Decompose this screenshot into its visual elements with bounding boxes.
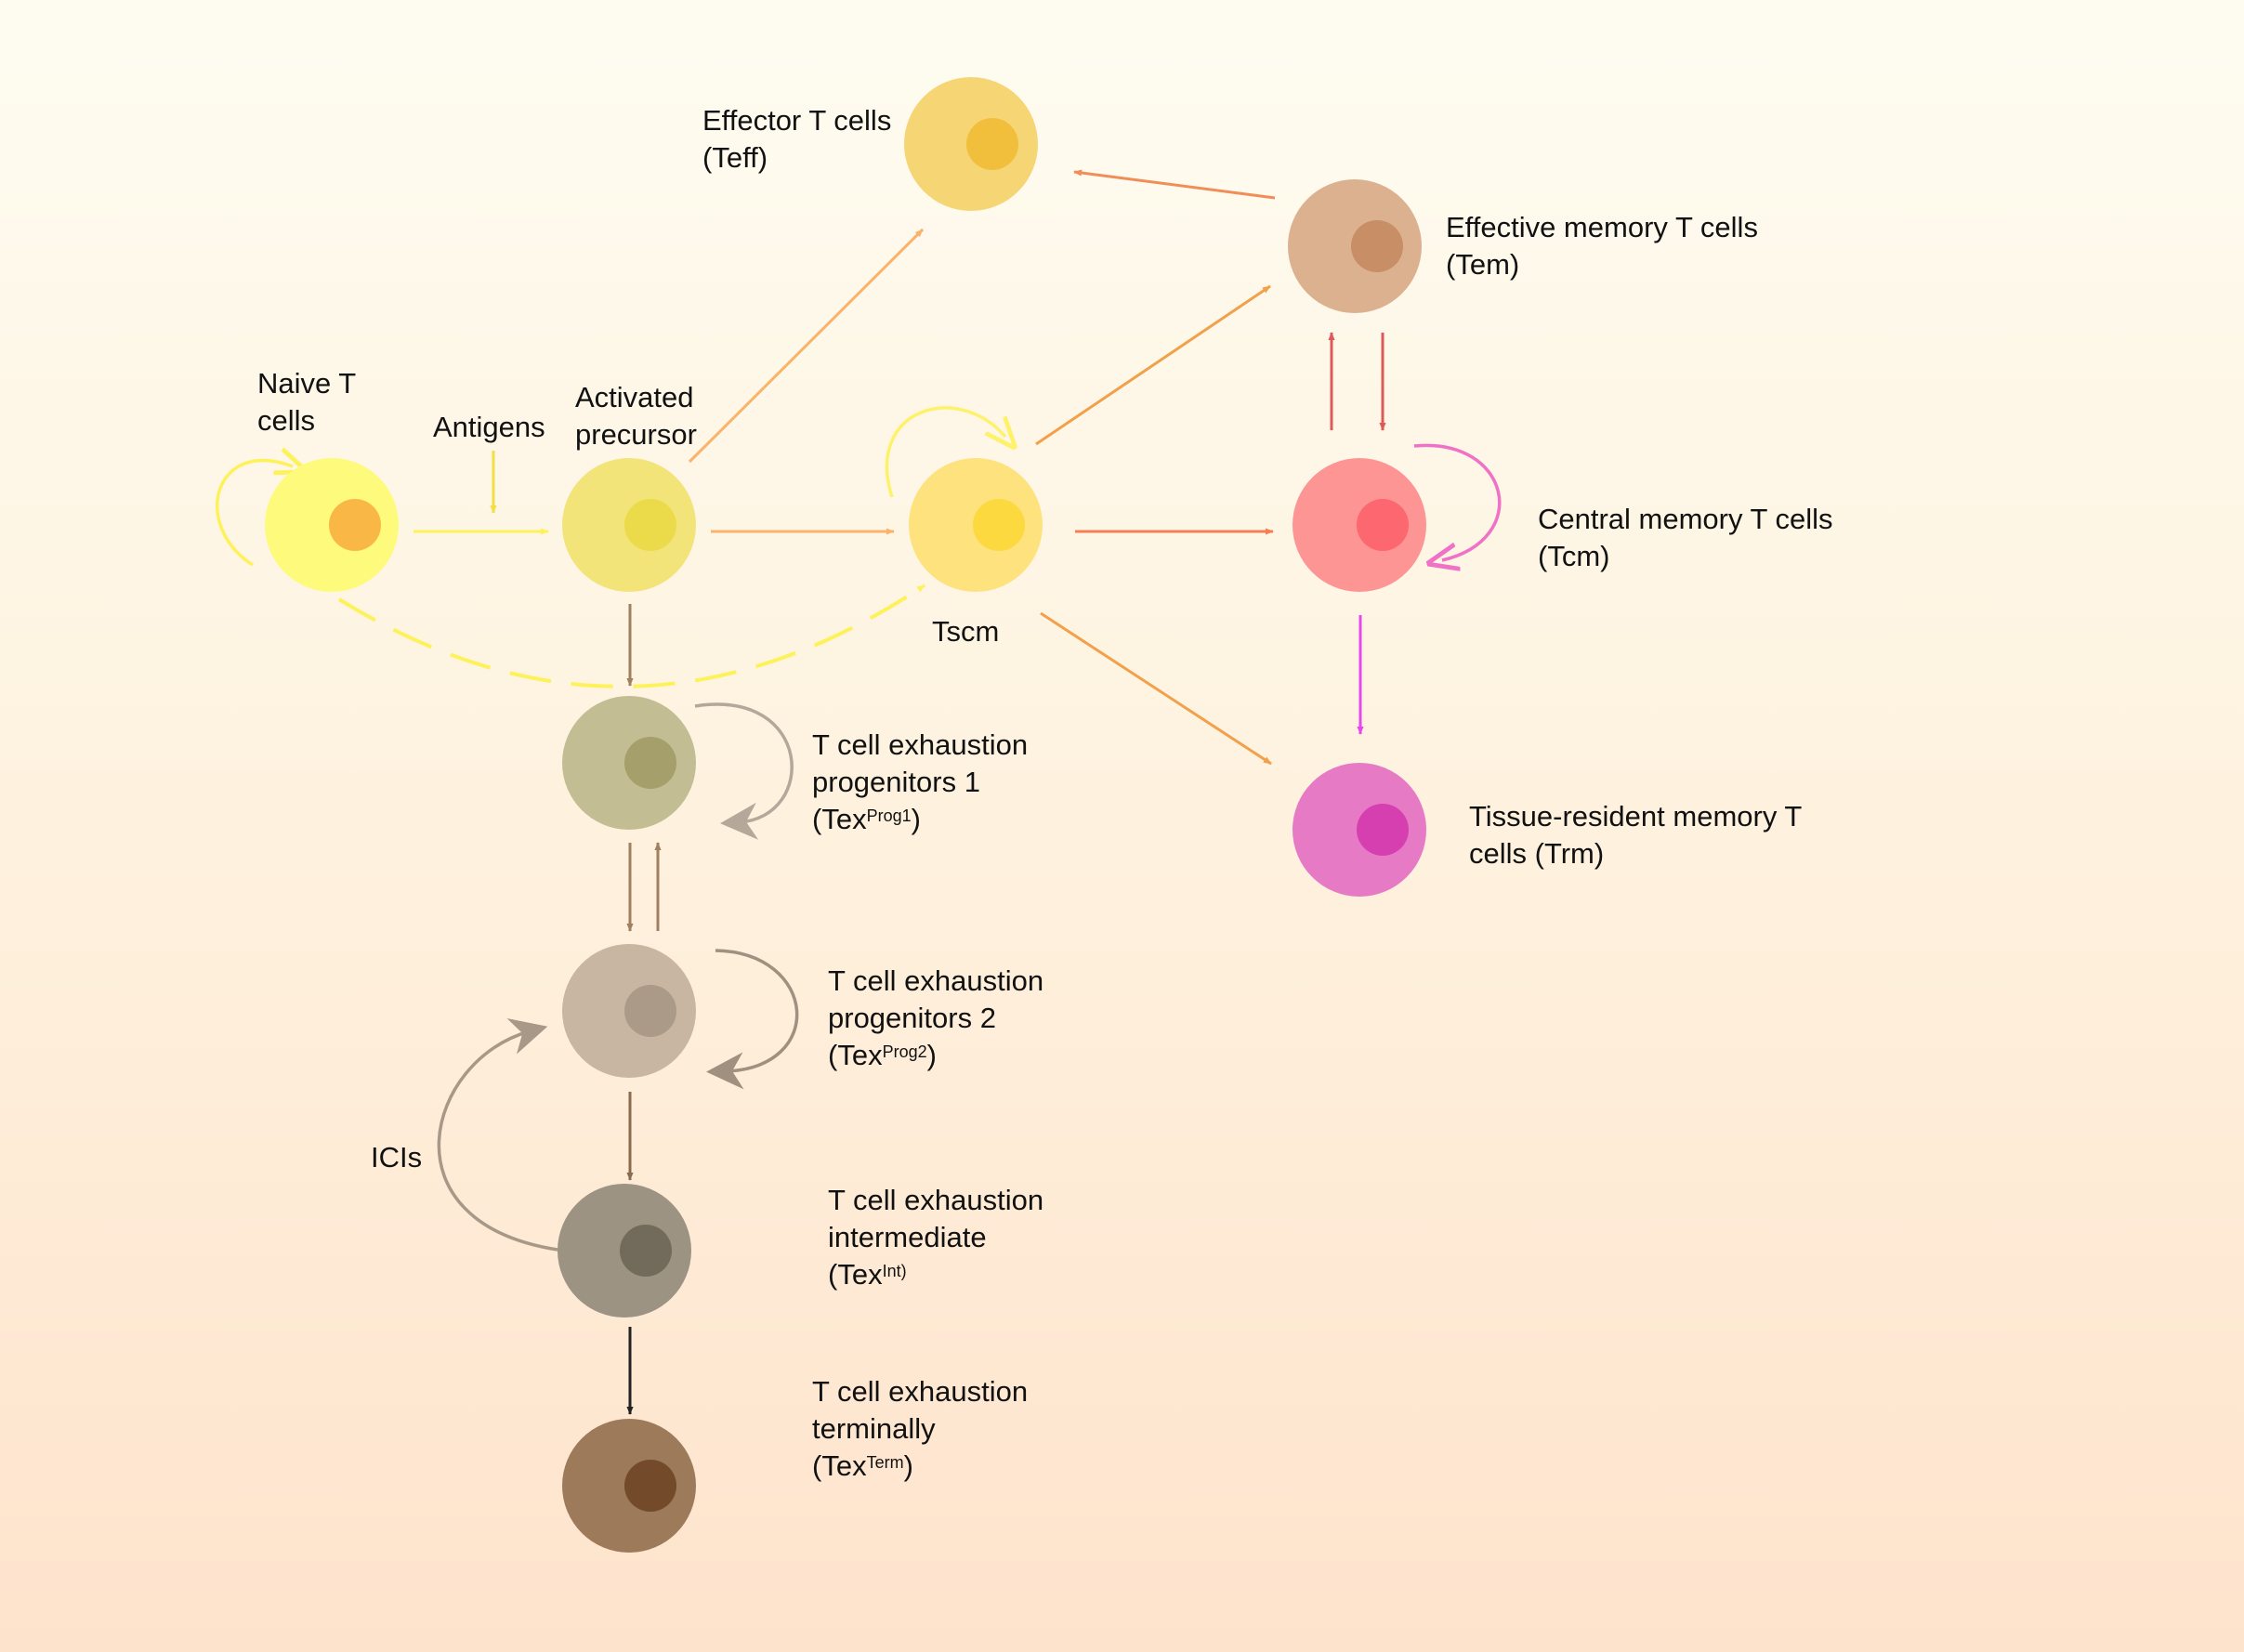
cell-int <box>558 1184 691 1318</box>
label-effective-memory-t-cells: Effective memory T cells (Tem) <box>1446 211 1758 281</box>
cell-nucleus-prog1 <box>624 737 676 789</box>
label-tscm: Tscm <box>932 615 1000 648</box>
dashed-arc-naive-to-tscm <box>337 583 926 688</box>
cell-tem <box>1288 179 1422 313</box>
cell-naive <box>265 458 399 592</box>
label-tex-prog1: T cell exhaustion progenitors 1 (TexProg… <box>812 728 1029 835</box>
label-naive-t-cells: Naive T cells <box>257 367 357 437</box>
cell-nucleus-tcm <box>1357 499 1409 551</box>
cell-nucleus-tscm <box>973 499 1025 551</box>
cell-prog2 <box>562 944 696 1078</box>
label-tex-term: T cell exhaustion terminally (TexTerm) <box>812 1375 1029 1482</box>
cell-nucleus-prog2 <box>624 985 676 1037</box>
cell-activated <box>562 458 696 592</box>
cell-nucleus-term <box>624 1460 676 1512</box>
cell-tcm <box>1293 458 1426 592</box>
cells <box>265 77 1426 1553</box>
self-renewal-prog2 <box>706 949 799 1090</box>
self-renewal-naive <box>216 461 293 567</box>
cell-nucleus-tem <box>1351 220 1403 272</box>
label-tex-int: T cell exhaustion intermediate (TexInt) <box>828 1184 1044 1291</box>
cell-nucleus-naive <box>329 499 381 551</box>
curved-arrows <box>216 406 1502 1252</box>
self-renewal-tcm <box>1413 443 1502 560</box>
label-antigens: Antigens <box>433 411 545 443</box>
cell-nucleus-int <box>620 1225 672 1277</box>
label-activated-precursor: Activated precursor <box>575 381 697 451</box>
cell-nucleus-trm <box>1357 804 1409 856</box>
label-icis: ICIs <box>371 1141 423 1173</box>
arrow-tem-to-teff <box>1073 169 1276 200</box>
label-tex-prog2: T cell exhaustion progenitors 2 (TexProg… <box>828 964 1044 1071</box>
straight-arrows <box>413 169 1386 1415</box>
cell-teff <box>904 77 1038 211</box>
arrow-activated-to-teff <box>688 228 925 464</box>
arrow-tscm-to-tem <box>1035 284 1271 446</box>
cell-trm <box>1293 763 1426 897</box>
cell-tscm <box>909 458 1043 592</box>
cell-prog1 <box>562 696 696 830</box>
cell-nucleus-activated <box>624 499 676 551</box>
arrow-tscm-to-trm <box>1040 611 1272 766</box>
label-central-memory-t-cells: Central memory T cells (Tcm) <box>1538 503 1833 572</box>
label-tissue-resident-memory-t-cells: Tissue-resident memory T cells (Trm) <box>1469 800 1803 870</box>
cell-term <box>562 1419 696 1553</box>
cell-nucleus-teff <box>966 118 1018 170</box>
ici-arrow-int-to-prog2 <box>437 1018 558 1252</box>
self-renewal-tscm <box>885 406 1005 498</box>
self-renewal-prog1 <box>694 702 794 840</box>
label-effector-t-cells: Effector T cells (Teff) <box>702 104 892 174</box>
